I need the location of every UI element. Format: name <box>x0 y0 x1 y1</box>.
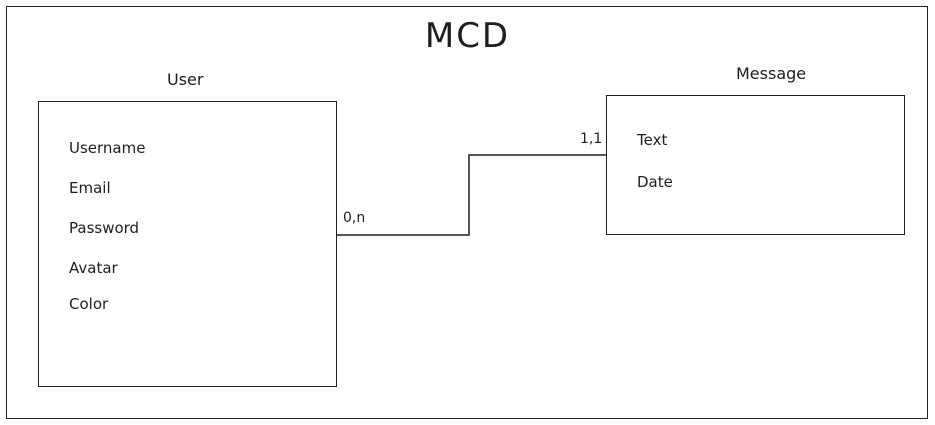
relationship-line <box>337 154 606 236</box>
cardinality-message: 1,1 <box>580 131 603 147</box>
entity-user-attribute-email: Email <box>69 179 111 197</box>
entity-user-name: User <box>167 70 204 89</box>
entity-user-attribute-avatar: Avatar <box>69 259 118 277</box>
diagram-frame <box>6 6 928 419</box>
entity-message-attribute-date: Date <box>637 173 673 191</box>
entity-message-box[interactable]: Text Date <box>606 95 905 235</box>
entity-user-box[interactable]: Username Email Password Avatar Color <box>38 101 337 387</box>
diagram-title: MCD <box>424 16 511 56</box>
entity-user-attribute-username: Username <box>69 139 146 157</box>
entity-message-name: Message <box>736 64 807 83</box>
entity-user-attribute-password: Password <box>69 219 140 237</box>
entity-user-attribute-color: Color <box>69 295 109 313</box>
cardinality-user: 0,n <box>343 210 366 226</box>
entity-message-attribute-text: Text <box>637 131 668 149</box>
